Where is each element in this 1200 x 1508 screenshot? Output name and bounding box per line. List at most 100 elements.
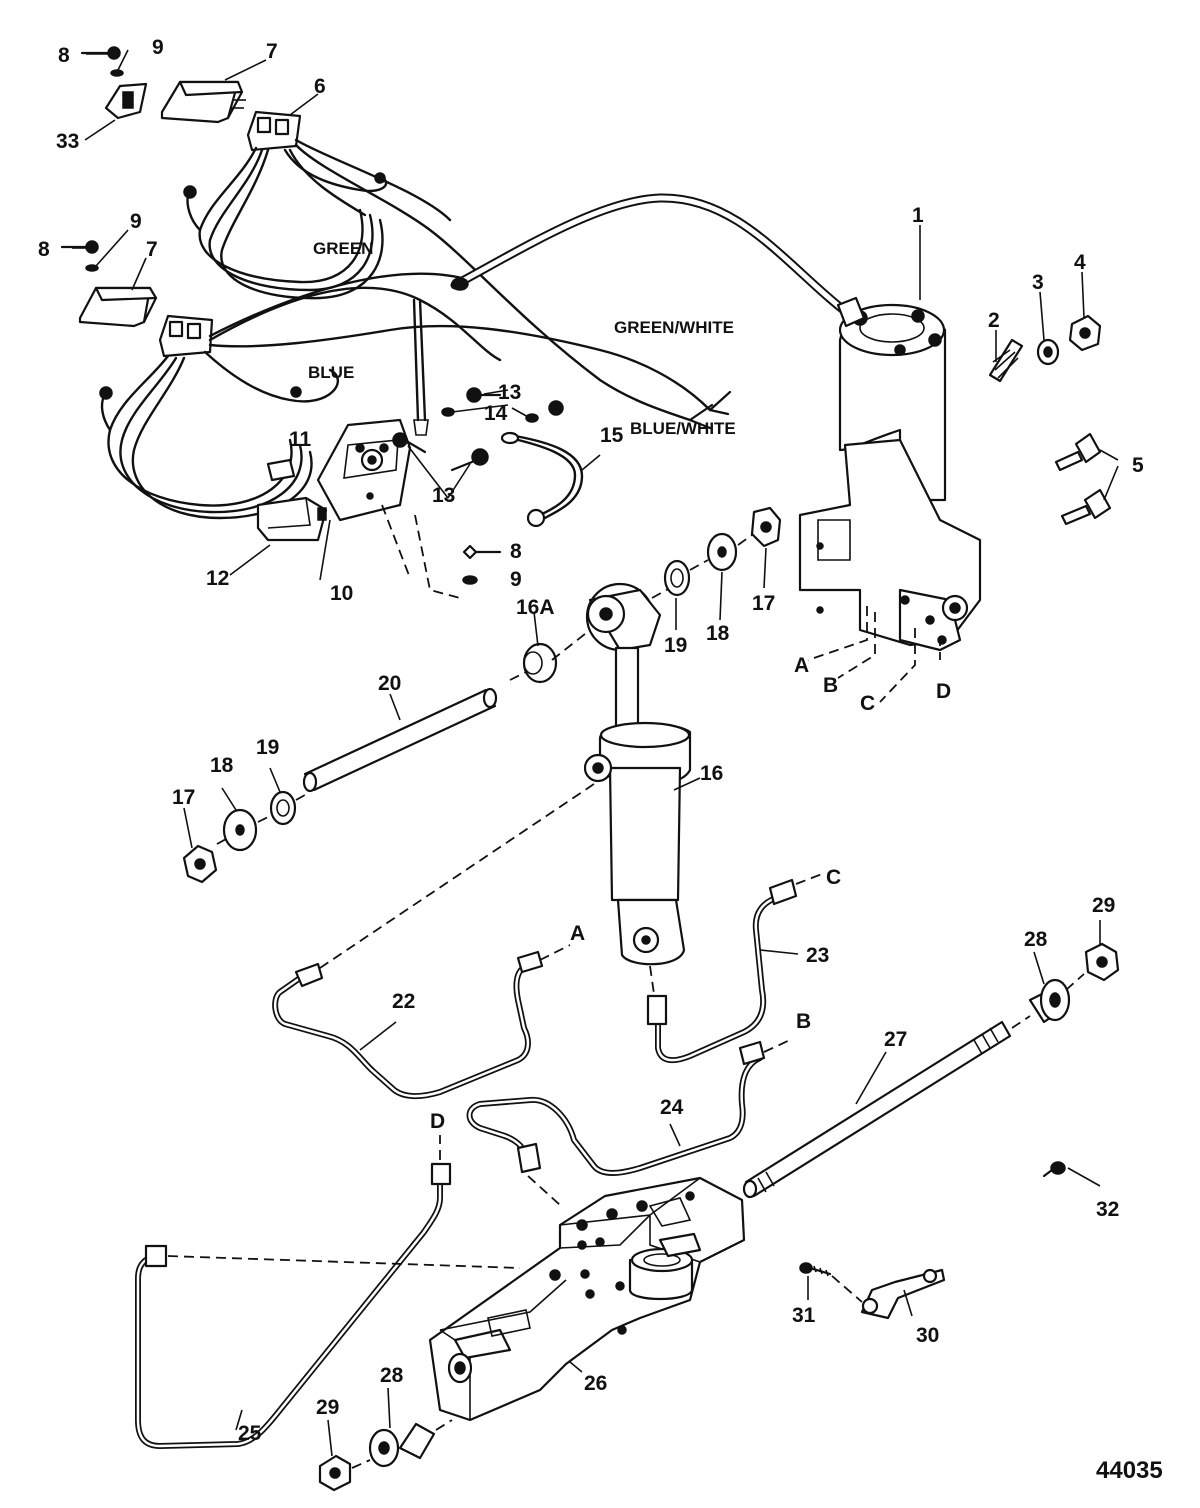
hydraulic-line-22 [272, 950, 544, 1100]
hardware-leaders-left [216, 794, 306, 845]
screw-31 [799, 1262, 832, 1277]
washer-18-right [706, 532, 738, 572]
bushing-28-left [368, 1422, 436, 1468]
harness-connector-6 [246, 110, 302, 152]
callout-24: 24 [660, 1096, 684, 1119]
callout-23: 23 [806, 944, 829, 967]
line-leaders [167, 783, 823, 1269]
callout-13-lower: 13 [432, 484, 455, 507]
port-letter-labels: A B C D A B C D [430, 654, 951, 1133]
callout-2: 2 [988, 309, 1000, 332]
callout-8-left: 8 [38, 238, 50, 261]
bracket-10 [316, 418, 412, 522]
callout-9-left: 9 [130, 210, 142, 233]
motor-cable [450, 193, 855, 320]
callout-6: 6 [314, 75, 326, 98]
callout-12: 12 [206, 567, 229, 590]
callout-33: 33 [56, 130, 79, 153]
callout-4: 4 [1074, 251, 1086, 274]
hardware-leaders-right [689, 534, 753, 571]
callout-19-right: 19 [664, 634, 687, 657]
washer-18-left [222, 808, 258, 852]
pump-port-leaders [807, 606, 941, 703]
callout-7-lower: 7 [146, 238, 158, 261]
callout-14: 14 [484, 402, 508, 425]
washer-19-right [663, 559, 691, 597]
fuse-12 [256, 496, 328, 542]
wire-label-blue: BLUE [308, 363, 354, 382]
line-port-b: B [796, 1010, 811, 1033]
relay-7-lower [78, 286, 158, 328]
ground-strap-15 [500, 431, 584, 528]
callout-leaders [72, 49, 1119, 1457]
callout-16a: 16A [516, 596, 555, 619]
nuts-13-bracket [392, 432, 489, 472]
callout-20: 20 [378, 672, 401, 695]
trim-body-26 [428, 1176, 746, 1422]
callout-1: 1 [912, 204, 924, 227]
callout-15: 15 [600, 424, 624, 447]
callout-3: 3 [1032, 271, 1044, 294]
fasteners-13-14 [441, 387, 564, 423]
rivet-32 [1042, 1161, 1066, 1178]
callout-5: 5 [1132, 454, 1144, 477]
callout-17-left: 17 [172, 786, 195, 809]
callout-25: 25 [238, 1422, 262, 1445]
clamp-30 [860, 1268, 946, 1320]
lower-harness-wires [99, 272, 712, 520]
line-port-a: A [570, 922, 585, 945]
stud-2 [988, 338, 1024, 383]
callout-32: 32 [1096, 1198, 1119, 1221]
nut-29-left [318, 1454, 352, 1492]
callout-28-right: 28 [1024, 928, 1048, 951]
pump-port-a: A [794, 654, 809, 677]
screw-5-upper [1054, 432, 1102, 472]
callout-17-right: 17 [752, 592, 775, 615]
screw-5-lower [1060, 488, 1112, 526]
callout-22: 22 [392, 990, 415, 1013]
callout-19-left: 19 [256, 736, 279, 759]
callout-26: 26 [584, 1372, 607, 1395]
callout-29-right: 29 [1092, 894, 1115, 917]
screw-8-upper [80, 46, 121, 60]
figure-number: 44035 [1096, 1457, 1163, 1484]
green-lead-eye [374, 172, 386, 184]
callout-9-upper: 9 [152, 36, 164, 59]
green-white-lead-terminal [688, 403, 714, 430]
callout-16: 16 [700, 762, 723, 785]
wire-label-green-white: GREEN/WHITE [614, 318, 734, 337]
bracket-33 [104, 82, 148, 120]
lower-hardware-leaders [351, 973, 1085, 1469]
nut-17-left [182, 844, 218, 884]
callout-8-mid: 8 [510, 540, 522, 563]
washer-9-left [85, 264, 99, 272]
wire-labels: GREEN GREEN/WHITE BLUE BLUE/WHITE [308, 239, 736, 438]
callout-10: 10 [330, 582, 353, 605]
harness-connector-lower [158, 314, 214, 358]
pivot-pin-20 [302, 687, 498, 793]
line-port-d: D [430, 1110, 445, 1133]
wire-label-green: GREEN [313, 239, 373, 258]
callout-labels: 1 2 3 4 5 6 7 7 8 8 8 9 9 9 10 11 12 13 … [38, 36, 1144, 1445]
washer-9-mid [462, 575, 478, 585]
line-port-c: C [826, 866, 841, 889]
bracket-fastener-leaders [381, 504, 461, 599]
pump-port-d: D [936, 680, 951, 703]
nut-17-right [750, 506, 782, 548]
callout-28-left: 28 [380, 1364, 404, 1387]
wire-label-blue-white: BLUE/WHITE [630, 419, 736, 438]
nut-29-right [1084, 942, 1120, 982]
callout-18-left: 18 [210, 754, 234, 777]
callout-8-upper: 8 [58, 44, 70, 67]
callout-29-left: 29 [316, 1396, 339, 1419]
washer-3 [1036, 338, 1060, 366]
washer-9-upper [110, 69, 124, 77]
relay-7-upper [160, 80, 246, 124]
pump-motor-1 [798, 296, 982, 652]
upper-harness-wires [183, 138, 692, 422]
callout-11: 11 [289, 428, 312, 451]
bushing-16a [522, 642, 558, 684]
callout-9-mid: 9 [510, 568, 522, 591]
pump-port-b: B [823, 674, 838, 697]
